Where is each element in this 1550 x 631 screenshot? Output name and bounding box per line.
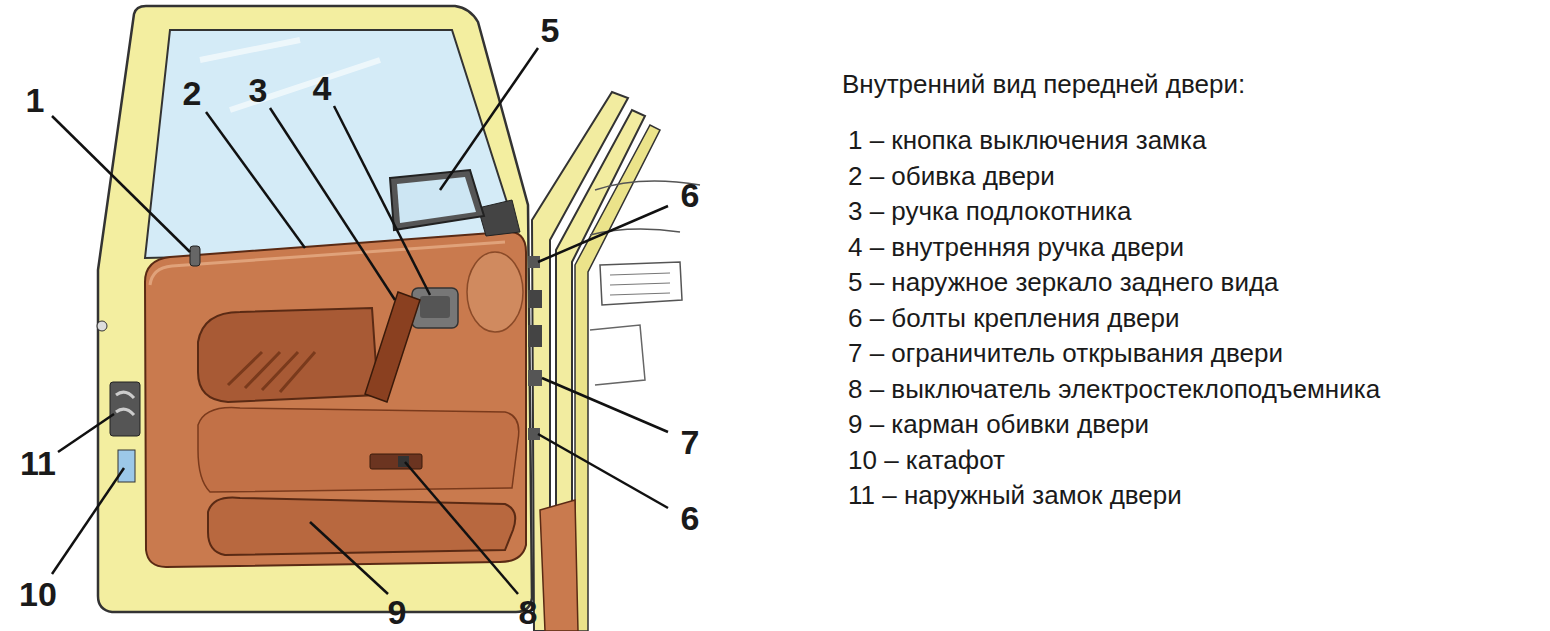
door-frame <box>98 6 532 612</box>
callout-number: 7 <box>681 425 700 459</box>
callout-number: 4 <box>313 71 332 105</box>
part-description: 6 – болты крепления двери <box>848 304 1179 333</box>
part-description: 5 – наружное зеркало заднего вида <box>848 268 1279 297</box>
callout-number: 5 <box>541 13 560 47</box>
callout-number: 1 <box>26 83 45 117</box>
part-description: 2 – обивка двери <box>848 162 1055 191</box>
diagram-title: Внутренний вид передней двери: <box>842 70 1245 99</box>
part-description: 8 – выключатель электростеклоподъемника <box>848 375 1380 404</box>
callout-number: 9 <box>388 595 407 629</box>
callout-number: 8 <box>519 595 538 629</box>
part-description: 11 – наружный замок двери <box>848 481 1182 510</box>
part-description: 9 – карман обивки двери <box>848 410 1149 439</box>
part-description: 4 – внутренняя ручка двери <box>848 233 1184 262</box>
part-description: 3 – ручка подлокотника <box>848 197 1132 226</box>
callout-number: 6 <box>681 178 700 212</box>
part-description: 1 – кнопка выключения замка <box>848 126 1206 155</box>
callout-number: 11 <box>20 446 56 480</box>
part-description: 7 – ограничитель открывания двери <box>848 339 1283 368</box>
door-pocket <box>208 498 515 555</box>
mirror <box>390 170 484 230</box>
callout-number: 10 <box>19 577 57 611</box>
callout-number: 6 <box>681 501 700 535</box>
car-body <box>532 92 700 631</box>
leader-lines <box>52 48 668 594</box>
callout-number: 3 <box>249 73 268 107</box>
door-glass <box>145 30 512 258</box>
door-trim <box>145 232 526 567</box>
callout-number: 2 <box>183 76 202 110</box>
part-description: 10 – катафот <box>848 446 1005 475</box>
